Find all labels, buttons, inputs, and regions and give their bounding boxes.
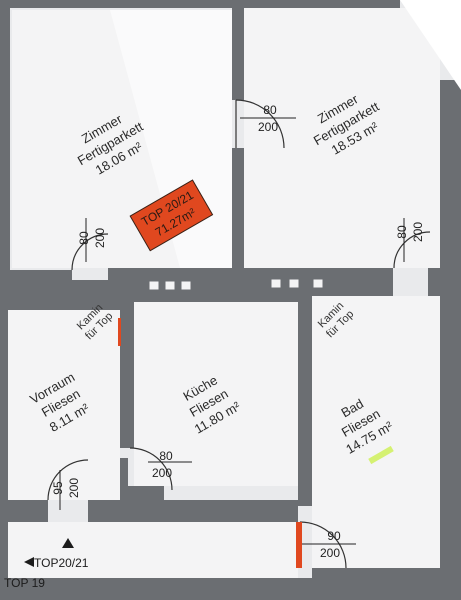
highlight-mark: [368, 445, 394, 465]
bad-door-marker: [296, 522, 302, 568]
door-swing-zimmer-left: [71, 233, 109, 271]
floor-bad: [312, 296, 440, 568]
door-label-zimmer-right: 80 200: [395, 222, 425, 242]
door-label-zimmer-top: 80 200: [258, 103, 278, 134]
left-arrow-icon: [24, 557, 34, 567]
up-arrow-icon: [62, 538, 74, 548]
door-swing-kueche: [129, 447, 173, 491]
door-width: 80: [159, 449, 173, 463]
floor-corridor: [8, 522, 298, 578]
sheet-edge: [400, 0, 461, 90]
floor-kueche: [134, 302, 298, 486]
door-swing-bad: [299, 521, 347, 569]
door-width: 80: [263, 103, 277, 117]
door-height: 200: [67, 478, 81, 498]
floor-zimmer-right: [244, 8, 440, 268]
unit-badge-box: [129, 179, 214, 252]
door-height: 200: [258, 120, 278, 134]
door-height: 200: [411, 222, 425, 242]
door-width: 80: [77, 231, 91, 245]
kamin-marker-left: [118, 318, 121, 346]
door-label-zimmer-left: 80 200: [77, 228, 107, 248]
door-label-bad: 90 200: [320, 529, 341, 560]
door-swing-zimmer-top: [235, 99, 285, 149]
nav-top-19: TOP 19: [4, 576, 45, 590]
nav-top-units: TOP20/21: [34, 556, 89, 570]
door-width: 90: [327, 529, 341, 543]
door-label-kueche: 80 200: [152, 449, 173, 480]
door-width: 95: [51, 481, 65, 495]
door-swing-zimmer-right: [393, 231, 431, 269]
dimension-lines: [59, 117, 405, 545]
door-label-entry: 95 200: [51, 478, 81, 498]
door-height: 200: [152, 466, 172, 480]
vent-openings: [149, 279, 323, 290]
door-height: 200: [320, 546, 340, 560]
door-width: 80: [395, 225, 409, 239]
door-height: 200: [93, 228, 107, 248]
